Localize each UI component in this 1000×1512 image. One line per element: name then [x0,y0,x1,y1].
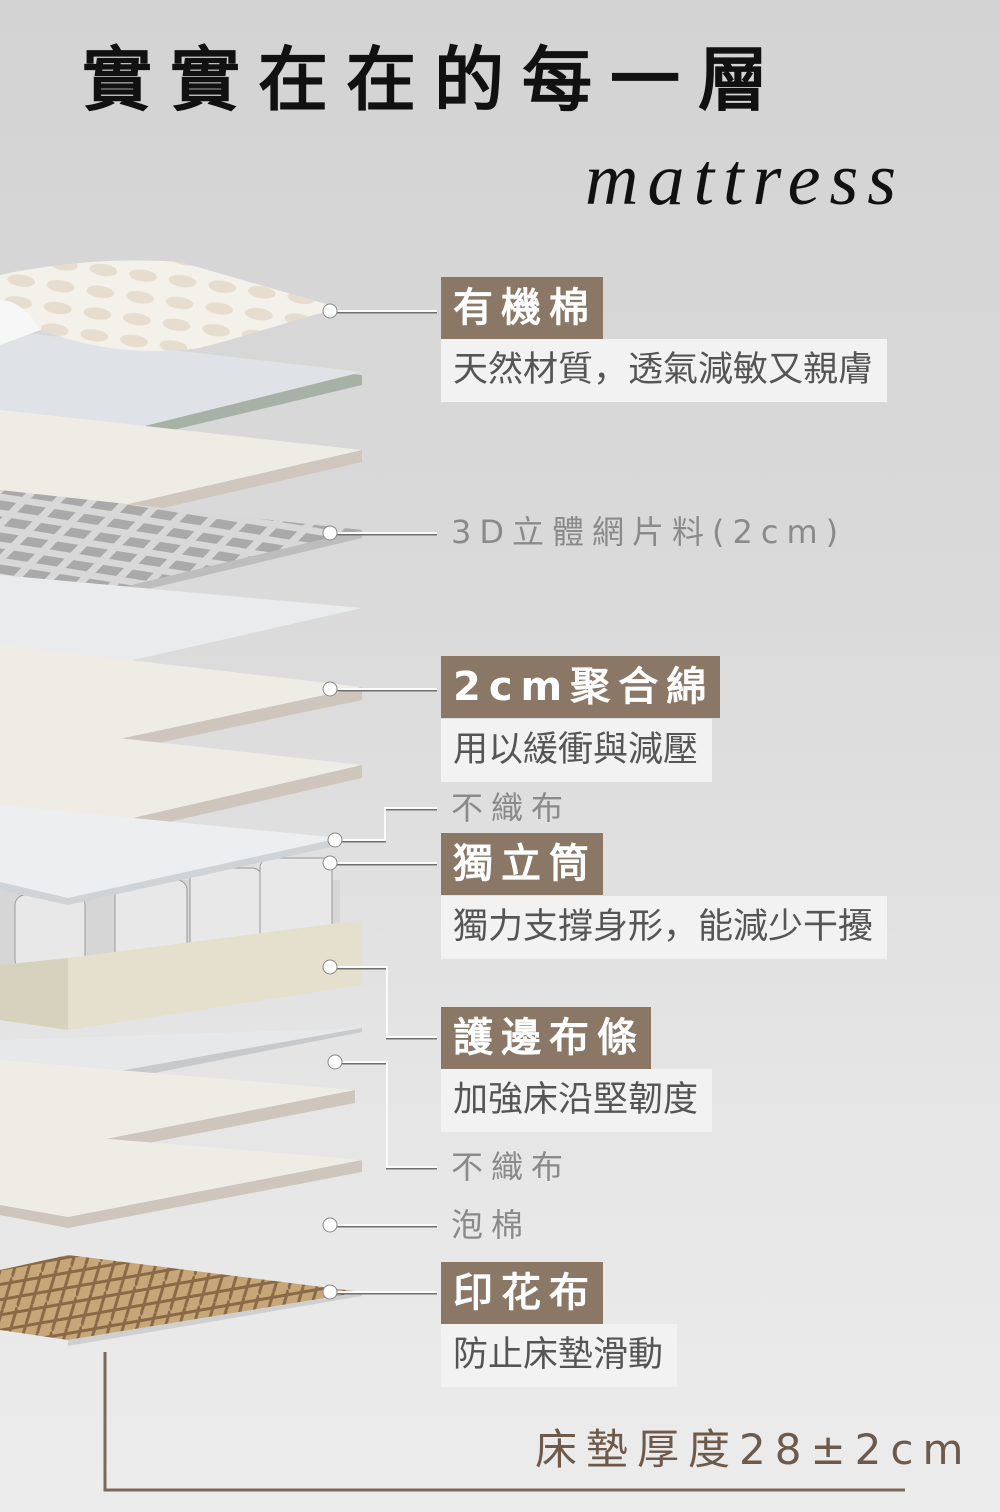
layer-foam-1 [0,1060,355,1160]
thickness-bracket [103,1352,905,1492]
page-title: 實實在在的每一層 [82,38,786,121]
label-edge-strip-desc: 加強床沿堅韌度 [441,1069,713,1132]
label-organic-cotton-desc: 天然材質，透氣減敏又親膚 [441,339,888,402]
label-pocket-spring-desc: 獨力支撐身形，能減少干擾 [441,896,888,959]
connector-dots [322,303,343,1300]
layer-polymer-foam [0,645,362,762]
label-edge-strip-title: 護邊布條 [441,1007,651,1069]
label-polymer-foam-title: 2cm聚合綿 [441,656,721,718]
label-3d-mesh: 3D立體網片料(2cm) [451,513,847,551]
connector-lines [330,310,437,1295]
label-printed-fabric-desc: 防止床墊滑動 [441,1324,678,1387]
layer-edge-strip [0,920,362,1030]
layer-printed-fabric [0,1255,362,1346]
label-nonwoven-bottom: 不織布 [451,1148,572,1186]
label-printed-fabric-title: 印花布 [441,1262,603,1324]
layer-foam-2 [0,1130,362,1228]
layer-nonwoven-top [0,805,340,905]
layer-3d-mesh [0,490,362,608]
label-organic-cotton-title: 有機棉 [441,277,603,339]
layer-white-fiber [0,575,362,675]
label-polymer-foam-desc: 用以緩衝與減壓 [441,719,713,782]
label-foam: 泡棉 [451,1206,532,1244]
layer-organic-cotton-cover [0,260,340,351]
label-nonwoven-top: 不織布 [451,789,572,827]
page-subtitle: mattress [585,139,906,221]
mattress-thickness-label: 床墊厚度28±2cm [535,1425,973,1474]
label-pocket-spring-title: 獨立筒 [441,833,603,895]
